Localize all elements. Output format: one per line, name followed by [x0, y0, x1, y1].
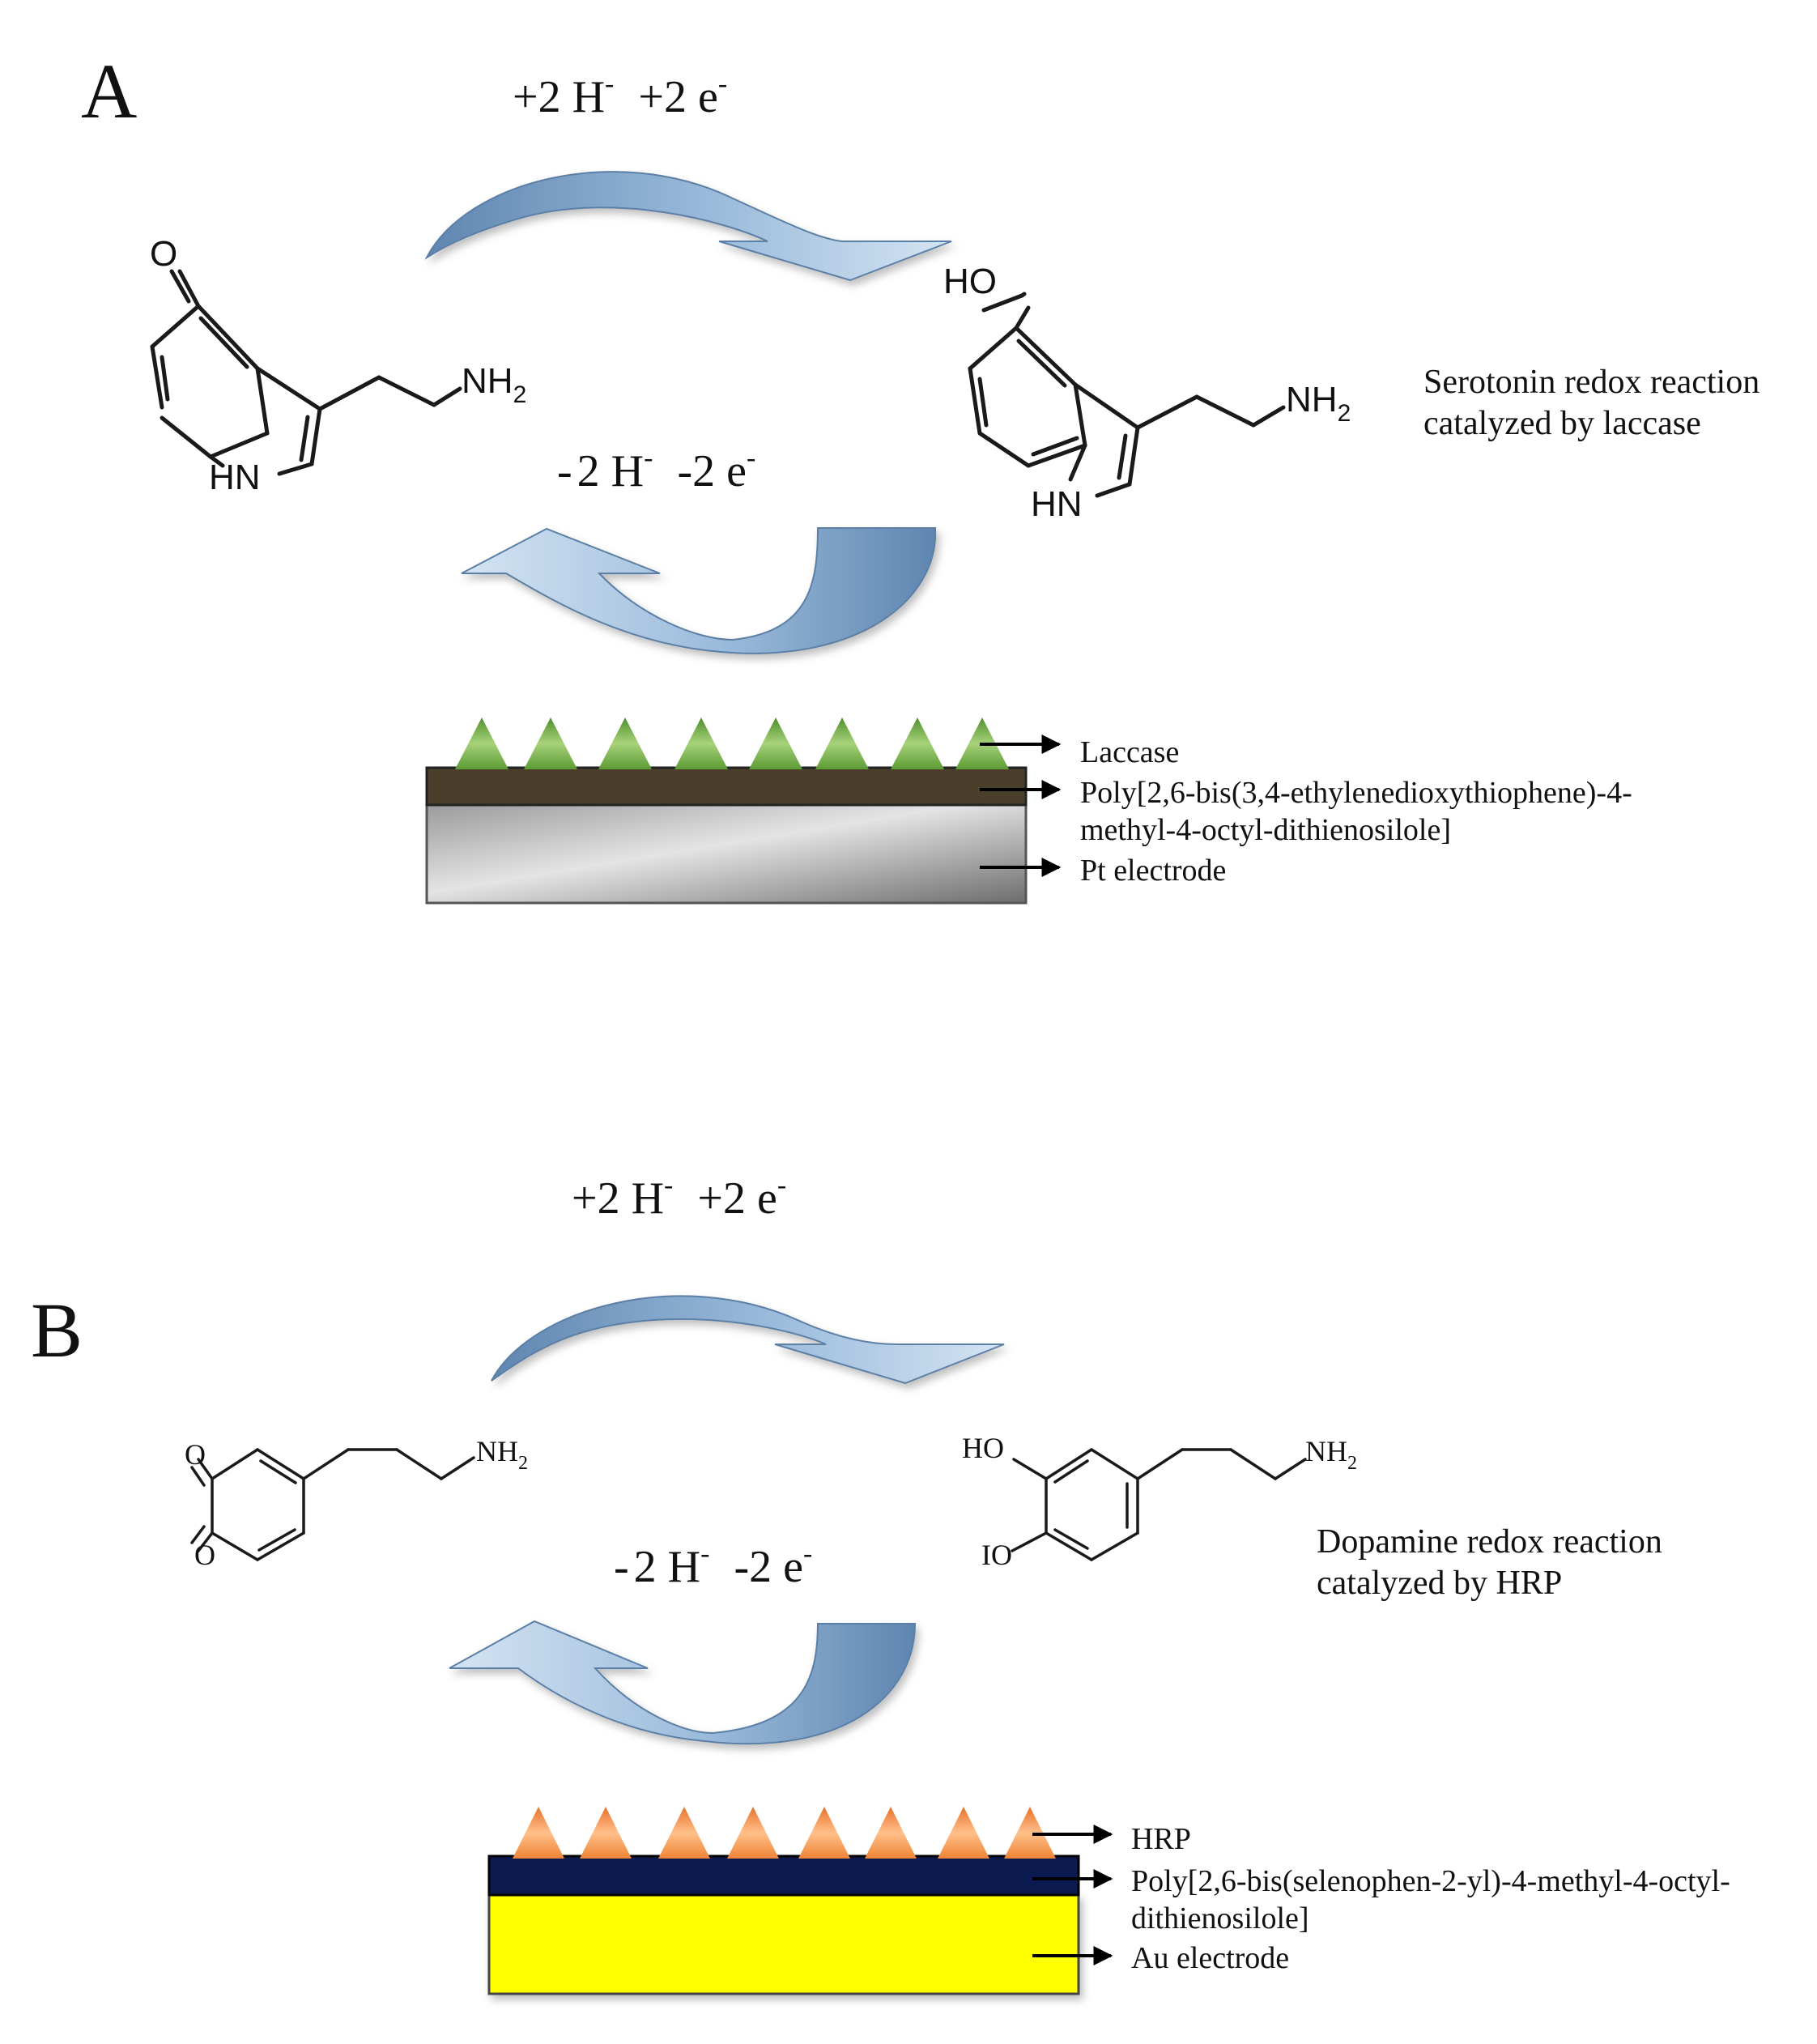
backward-electrons-charge: - [747, 443, 755, 473]
oxidized-oxygen-2: O [194, 1539, 215, 1571]
reduced-hydroxyl-top: HO [962, 1432, 1004, 1464]
oxidized-amine-b: NH2 [476, 1435, 528, 1474]
au-electrode-layer [487, 1893, 1080, 1995]
polymer-b-label: Poly[2,6-bis(selenophen-2-yl)-4-methyl-4… [1131, 1864, 1738, 1935]
laccase-enzyme [455, 718, 509, 769]
panel-b-caption-line2: catalyzed by HRP [1317, 1565, 1562, 1602]
panel-a-backward-label: -2 H--2 e- [557, 443, 755, 496]
reduced-hydroxyl-bottom: IO [981, 1539, 1012, 1571]
panel-a-forward-arrow [424, 171, 952, 282]
panel-b-oxidized-molecule: O O NH2 [185, 1435, 528, 1571]
panel-b-caption: Dopamine redox reaction catalyzed by HRP [1317, 1523, 1670, 1602]
reduced-hydroxyl: HO [943, 262, 997, 301]
au-label: Au electrode [1131, 1941, 1289, 1975]
panel-a-forward-label: +2 H-+2 e- [513, 69, 727, 122]
panel-a-oxidized-molecule: O HN NH2 [150, 234, 526, 497]
panel-a-caption-line1: Serotonin redox reaction [1423, 364, 1760, 401]
backward-protons: 2 H [577, 446, 644, 496]
hrp-label: HRP [1131, 1822, 1191, 1856]
panel-b-caption-line1: Dopamine redox reaction [1317, 1523, 1662, 1561]
panel-a-electrode-stack [425, 718, 1028, 905]
oxidized-oxygen-1: O [185, 1438, 206, 1471]
hrp-enzyme [513, 1807, 564, 1859]
forward-electrons-charge: - [718, 69, 727, 99]
laccase-enzyme [891, 718, 944, 769]
panel-a: A +2 H-+2 e- -2 H--2 e- [81, 48, 1768, 905]
polymer-layer-b [487, 1855, 1080, 1897]
laccase-enzyme [598, 718, 652, 769]
backward-protons-charge: - [644, 443, 653, 473]
hrp-enzymes [513, 1807, 1056, 1859]
oxidized-oxygen: O [150, 234, 177, 274]
forward-protons: 2 H [538, 72, 605, 122]
panel-b-letter: B [31, 1287, 83, 1373]
forward-electrons: +2 e [638, 72, 717, 122]
reduced-amine-b: NH2 [1305, 1435, 1357, 1474]
laccase-enzyme [815, 718, 869, 769]
panel-a-backward-arrow [461, 527, 937, 654]
panel-b: B +2 H-+2 e- -2 H--2 e- O [31, 1170, 1738, 1995]
hrp-enzyme [658, 1807, 710, 1859]
hrp-enzyme [727, 1807, 779, 1859]
hrp-enzyme [580, 1807, 632, 1859]
laccase-enzyme [524, 718, 577, 769]
forward-prefix: + [513, 72, 538, 122]
reduced-amine: NH2 [1286, 380, 1351, 427]
panel-b-forward-label: +2 H-+2 e- [572, 1170, 786, 1224]
forward-protons-charge: - [605, 69, 614, 99]
panel-a-reduced-molecule: HO HN NH2 [943, 262, 1351, 524]
panel-b-backward-label: -2 H--2 e- [614, 1539, 812, 1592]
panel-b-forward-arrow [491, 1295, 1005, 1385]
panel-b-backward-arrow [449, 1620, 917, 1745]
panel-a-caption-line2: catalyzed by laccase [1423, 405, 1701, 442]
panel-a-letter: A [81, 48, 137, 134]
laccase-enzymes [455, 718, 1009, 769]
pt-label: Pt electrode [1080, 854, 1226, 888]
panel-b-electrode-stack [487, 1807, 1080, 1995]
hrp-enzyme [865, 1807, 917, 1859]
hrp-enzyme [938, 1807, 989, 1859]
polymer-layer-a [425, 766, 1028, 807]
oxidized-amine: NH2 [462, 361, 526, 408]
panel-a-caption: Serotonin redox reaction catalyzed by la… [1423, 364, 1768, 442]
laccase-label: Laccase [1080, 735, 1179, 769]
backward-prefix: - [557, 446, 572, 496]
backward-electrons: -2 e [677, 446, 747, 496]
oxidized-ring-nitrogen: HN [209, 458, 261, 497]
panel-b-reduced-molecule: HO IO NH2 [962, 1432, 1357, 1571]
polymer-a-label: Poly[2,6-bis(3,4-ethylenedioxythiophene)… [1080, 776, 1640, 847]
reduced-ring-nitrogen: HN [1031, 484, 1083, 524]
laccase-enzyme [749, 718, 802, 769]
pt-electrode-layer [425, 803, 1028, 905]
hrp-enzyme [1004, 1807, 1056, 1859]
laccase-enzyme [674, 718, 728, 769]
hrp-enzyme [798, 1807, 850, 1859]
